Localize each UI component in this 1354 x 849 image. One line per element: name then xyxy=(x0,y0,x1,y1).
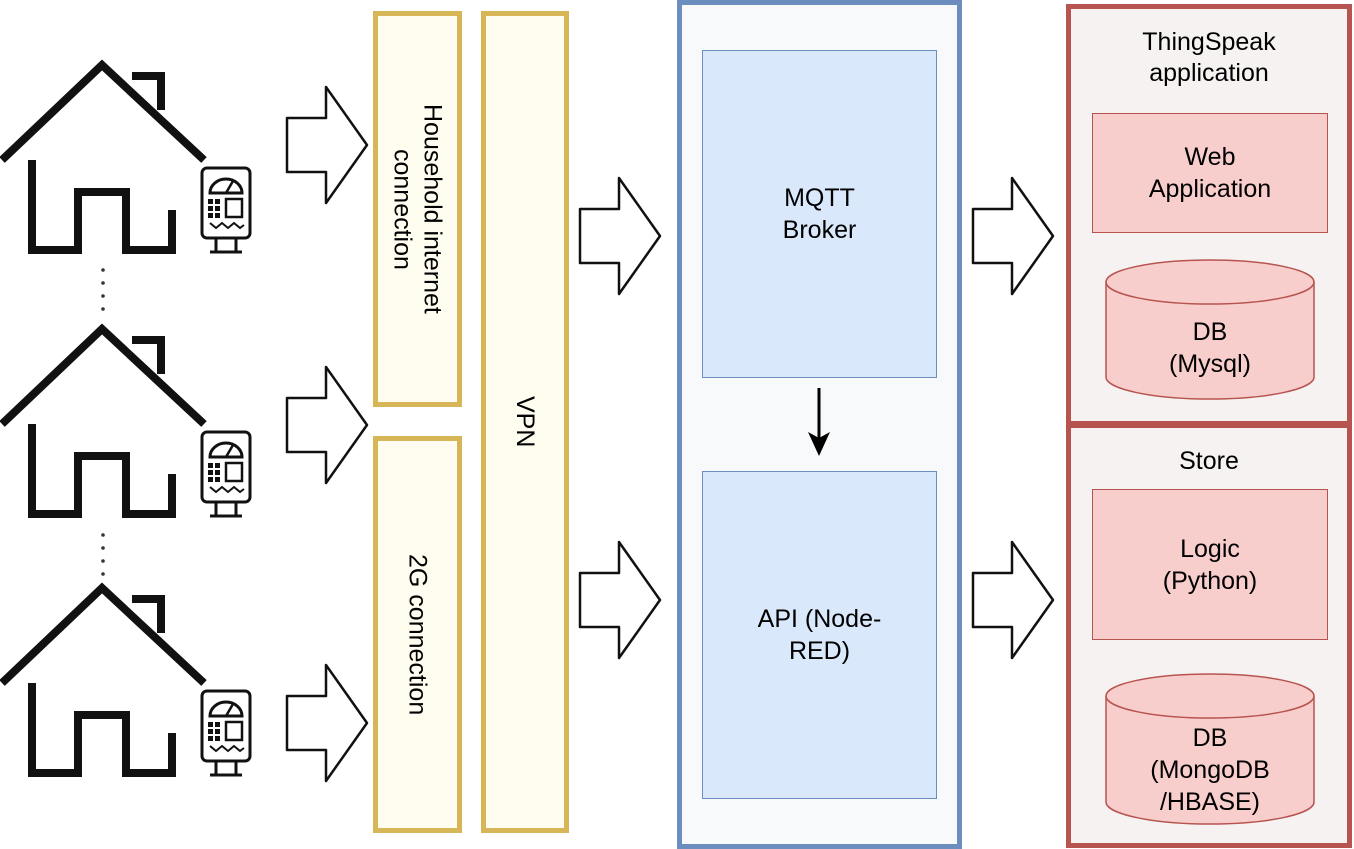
thingspeak-title: ThingSpeak application xyxy=(1142,28,1276,87)
arrow-mqtt-to-thingspeak xyxy=(971,176,1055,296)
ellipsis-dots xyxy=(101,268,105,576)
smart-meter-icon xyxy=(200,689,252,777)
household-connection-box: Household internet connection xyxy=(373,11,462,407)
web-application-box: Web Application xyxy=(1092,113,1328,233)
vpn-label: VPN xyxy=(511,396,539,448)
2g-connection-box: 2G connection xyxy=(373,436,462,833)
household-connection-label: Household internet connection xyxy=(388,104,447,314)
mqtt-broker-label: MQTT Broker xyxy=(782,184,857,244)
house-icon xyxy=(2,65,204,250)
smart-meter-icon xyxy=(200,166,252,254)
arrow-api-to-store xyxy=(971,540,1055,660)
arrow-house-to-2g xyxy=(285,663,369,783)
mqtt-broker-box: MQTT Broker xyxy=(702,50,937,378)
store-title: Store xyxy=(1179,447,1239,475)
house-icon xyxy=(2,588,204,773)
arrow-vpn-to-mqtt xyxy=(578,176,662,296)
api-label: API (Node-RED) xyxy=(757,605,882,665)
arrow-house-to-household xyxy=(285,85,369,205)
api-box: API (Node-RED) xyxy=(702,471,937,799)
mysql-db-label: DB (Mysql) xyxy=(1169,318,1251,378)
mongodb-db-label: DB (MongoDB /HBASE) xyxy=(1150,724,1270,816)
web-application-label: Web Application xyxy=(1148,143,1272,203)
mongodb-db-label-wrap: DB (MongoDB /HBASE) xyxy=(1106,720,1314,820)
vpn-box: VPN xyxy=(481,11,569,833)
2g-connection-label: 2G connection xyxy=(403,553,432,716)
arrow-vpn-to-api xyxy=(578,540,662,660)
arrow-house-to-household xyxy=(285,365,369,485)
smart-meter-icon xyxy=(200,430,252,518)
logic-label: Logic (Python) xyxy=(1162,534,1258,595)
house-icon xyxy=(2,329,204,514)
mysql-db-label-wrap: DB (Mysql) xyxy=(1106,310,1314,386)
logic-box: Logic (Python) xyxy=(1092,489,1328,640)
